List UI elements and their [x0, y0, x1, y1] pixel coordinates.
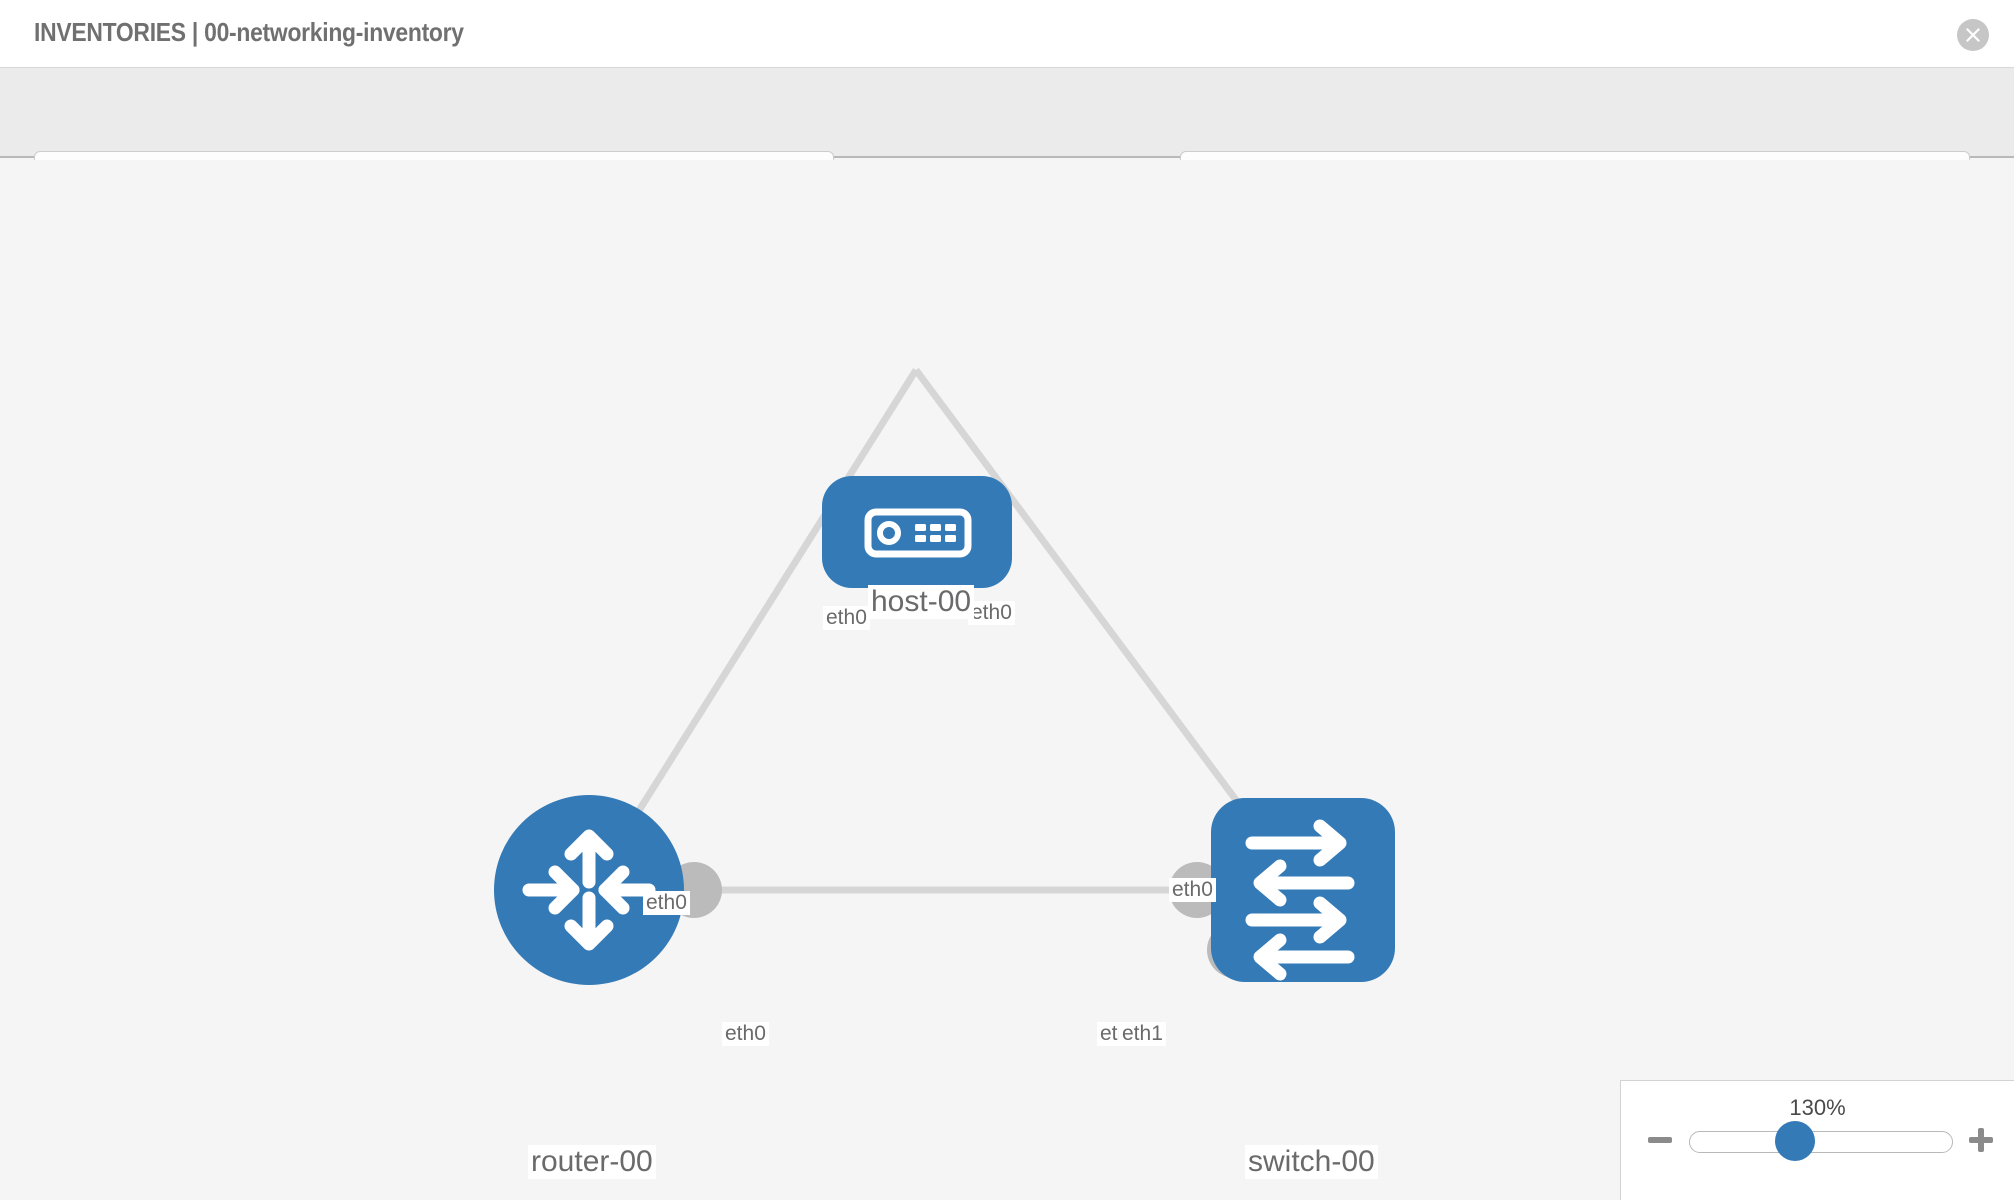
interface-label: eth0 — [968, 601, 1015, 626]
interface-label: eth0 — [823, 606, 870, 631]
server-led-icon — [877, 521, 901, 545]
node-host-00 — [822, 476, 1012, 588]
zoom-in-button[interactable] — [1966, 1125, 1996, 1155]
switch-arrows-icon — [1245, 819, 1355, 981]
toolbar: ACTIONS SEARCH — [0, 68, 2014, 203]
node-router-00 — [494, 795, 684, 985]
zoom-level-value: 130% — [1789, 1095, 1846, 1120]
router-arrows-icon — [522, 829, 656, 951]
interface-label: eth0 — [1169, 878, 1216, 903]
zoom-slider-thumb[interactable] — [1775, 1121, 1815, 1161]
zoom-slider-track[interactable] — [1689, 1131, 1953, 1153]
topology-links — [586, 367, 1306, 894]
interface-label: eth0 — [722, 1022, 769, 1047]
node-switch-00 — [1211, 798, 1395, 982]
page-title: INVENTORIES | 00-networking-inventory — [34, 17, 464, 47]
node-label-switch-00: switch-00 — [1245, 1145, 1378, 1179]
server-vents-icon — [915, 524, 956, 542]
link-host00-router00 — [586, 368, 919, 892]
node-label-host-00: host-00 — [868, 585, 975, 619]
interface-label: eth1 — [1119, 1022, 1166, 1047]
page-header: INVENTORIES | 00-networking-inventory — [0, 0, 2014, 68]
node-label-router-00: router-00 — [528, 1145, 656, 1179]
zoom-out-button[interactable] — [1645, 1125, 1675, 1155]
topology-graph — [494, 367, 1395, 985]
zoom-control-panel: 130% — [1620, 1080, 2014, 1200]
topology-canvas[interactable]: eth0 eth0 host-00 eth0 eth0 eth0 eth0 et… — [0, 160, 2014, 1200]
plus-icon — [1969, 1128, 1993, 1152]
interface-label: eth0 — [643, 891, 690, 916]
close-icon[interactable] — [1957, 19, 1989, 51]
minus-icon — [1648, 1137, 1672, 1143]
